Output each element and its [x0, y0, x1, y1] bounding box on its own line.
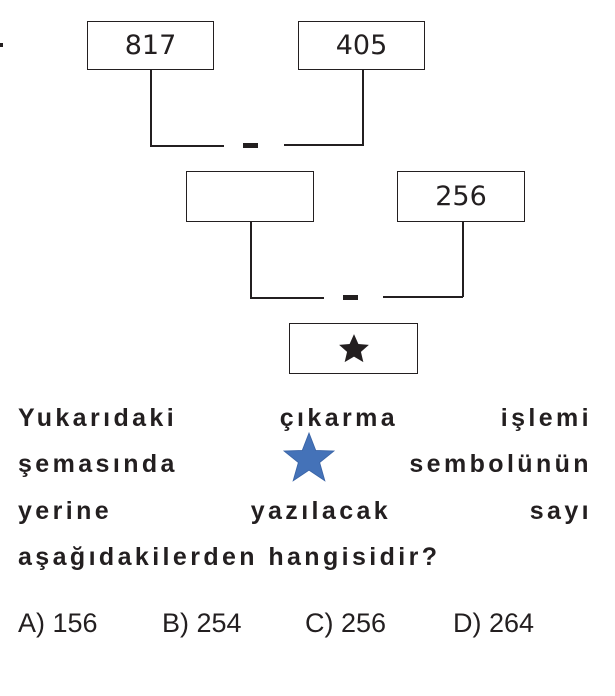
second-subtrahend-value: 256: [435, 181, 487, 212]
question-word: yazılacak: [250, 496, 392, 525]
answer-option-b[interactable]: B) 254: [162, 608, 242, 638]
question-line: yerine yazılacak sayı: [18, 491, 592, 531]
question-line: aşağıdakilerden hangisidir?: [18, 537, 592, 577]
question-word: çıkarma: [279, 403, 399, 432]
connector-line: [383, 296, 463, 298]
connector-line: [362, 70, 364, 146]
question-word: işlemi: [500, 403, 592, 432]
minus-sign: [343, 295, 358, 300]
question-word: yerine: [18, 496, 113, 525]
connector-line: [250, 222, 252, 299]
question-word: sayı: [529, 496, 592, 525]
connector-line: [284, 144, 363, 146]
answer-option-a[interactable]: A) 156: [18, 608, 98, 638]
subtrahend-value: 405: [335, 30, 388, 61]
connector-line: [150, 70, 152, 146]
connector-line: [250, 297, 324, 299]
question-word: Yukarıdaki: [18, 403, 178, 432]
question-word: sembolünün: [409, 449, 592, 478]
answer-option-c[interactable]: C) 256: [305, 608, 387, 638]
question-word: şemasında: [18, 449, 178, 478]
connector-line: [462, 222, 464, 297]
box-subtrahend: 405: [298, 21, 425, 70]
box-minuend: 817: [87, 21, 214, 70]
question-line: şemasında sembolünün: [18, 432, 592, 484]
answer-option-d[interactable]: D) 264: [453, 608, 535, 638]
box-second-subtrahend: 256: [397, 171, 525, 222]
question-line: Yukarıdaki çıkarma işlemi: [18, 398, 592, 438]
box-intermediate-empty: [186, 171, 314, 222]
margin-mark: [0, 43, 3, 47]
box-result: [289, 323, 418, 374]
connector-line: [150, 145, 224, 147]
minuend-value: 817: [124, 30, 177, 61]
question-word: aşağıdakilerden hangisidir?: [18, 542, 441, 571]
blue-star-icon: [282, 432, 335, 482]
star-icon: [338, 333, 369, 362]
minus-sign: [243, 143, 258, 148]
